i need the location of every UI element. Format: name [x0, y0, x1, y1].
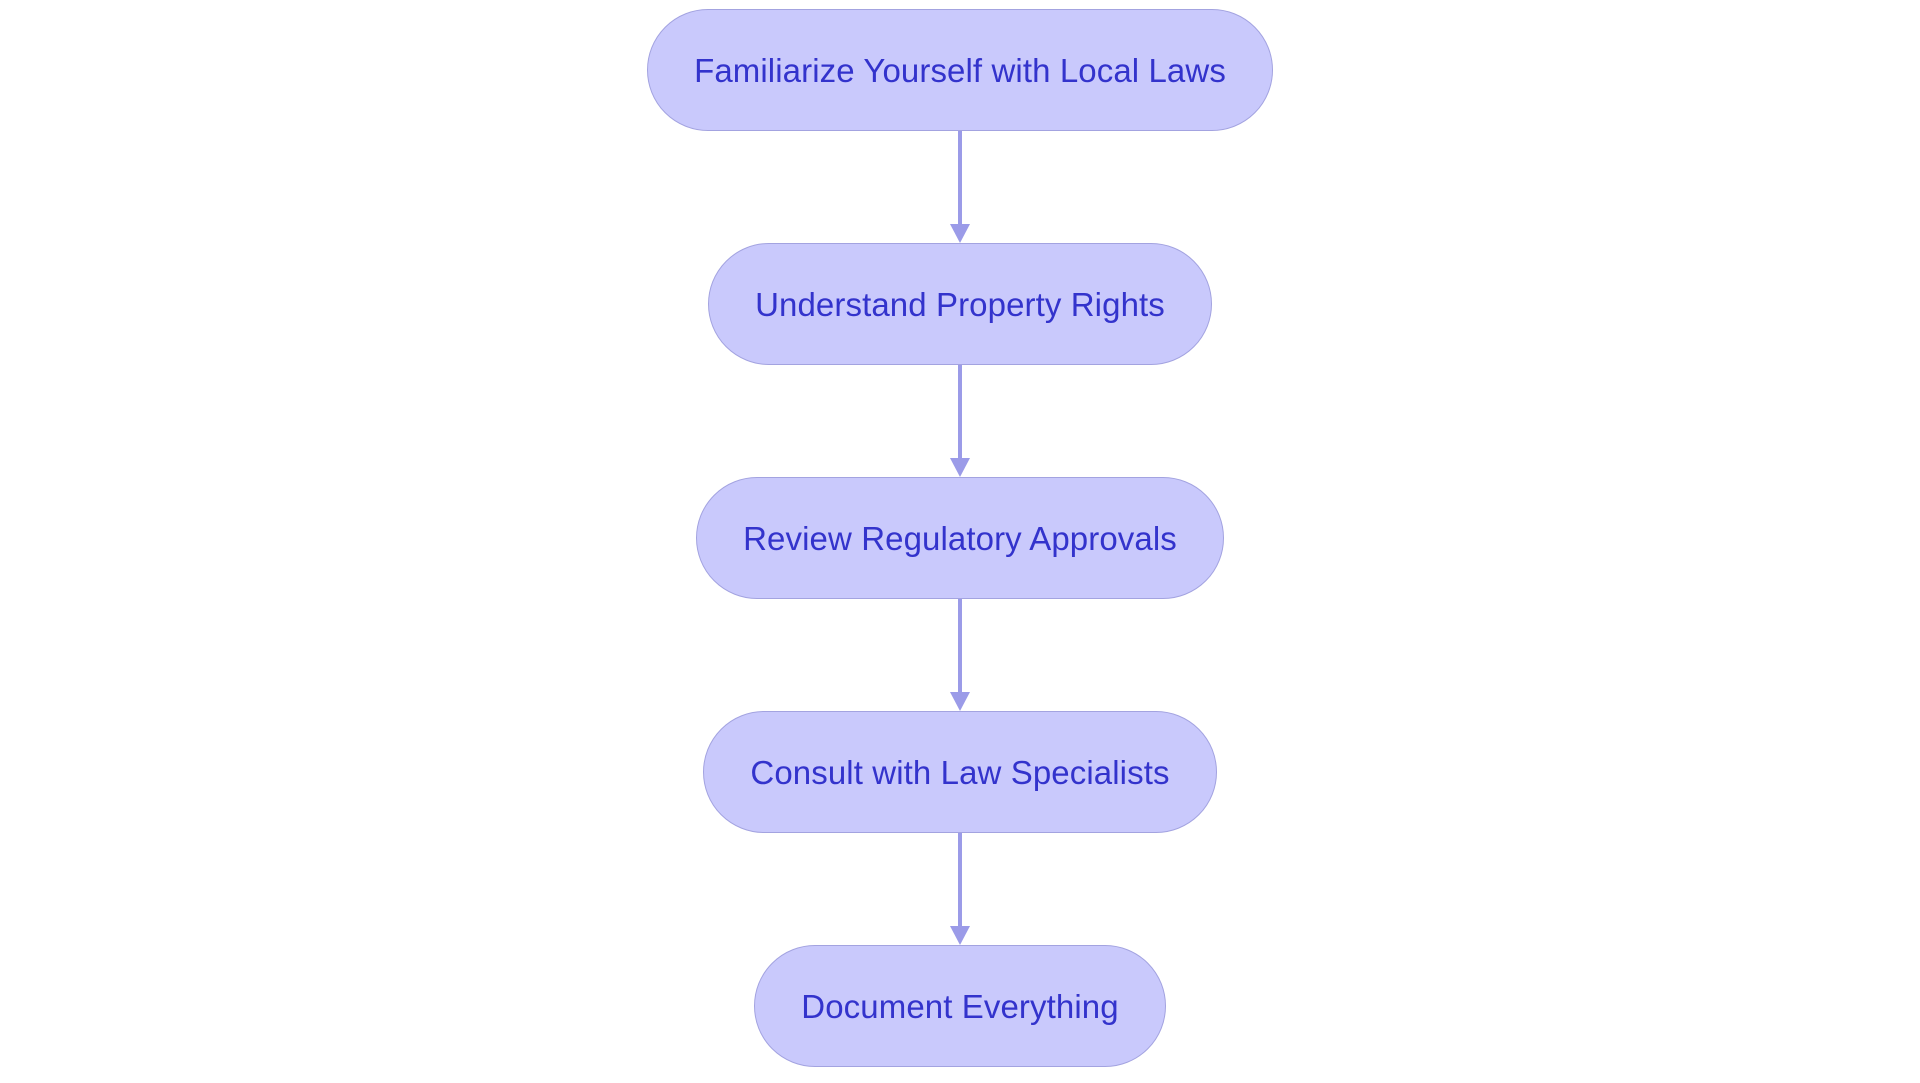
flowchart-node-step-5[interactable]: Document Everything: [754, 945, 1166, 1067]
flowchart-node-step-4[interactable]: Consult with Law Specialists: [703, 711, 1217, 833]
arrow-down-icon: [950, 224, 970, 243]
node-label-step-2: Understand Property Rights: [755, 285, 1165, 323]
edge-line-icon: [958, 599, 962, 693]
arrow-down-icon: [950, 926, 970, 945]
node-label-step-5: Document Everything: [801, 987, 1119, 1025]
flowchart-node-step-3[interactable]: Review Regulatory Approvals: [696, 477, 1224, 599]
arrow-down-icon: [950, 692, 970, 711]
edge-line-icon: [958, 365, 962, 459]
flowchart-edge-step-3-to-step-4: [947, 599, 973, 711]
flowchart-node-step-1[interactable]: Familiarize Yourself with Local Laws: [647, 9, 1273, 131]
flowchart-edge-step-2-to-step-3: [947, 365, 973, 477]
node-label-step-4: Consult with Law Specialists: [750, 753, 1170, 791]
flowchart-node-step-2[interactable]: Understand Property Rights: [708, 243, 1212, 365]
edge-line-icon: [958, 131, 962, 225]
flowchart-edge-step-4-to-step-5: [947, 833, 973, 945]
node-label-step-3: Review Regulatory Approvals: [743, 519, 1177, 557]
edge-line-icon: [958, 833, 962, 927]
arrow-down-icon: [950, 458, 970, 477]
node-label-step-1: Familiarize Yourself with Local Laws: [694, 51, 1226, 89]
flowchart-edge-step-1-to-step-2: [947, 131, 973, 243]
